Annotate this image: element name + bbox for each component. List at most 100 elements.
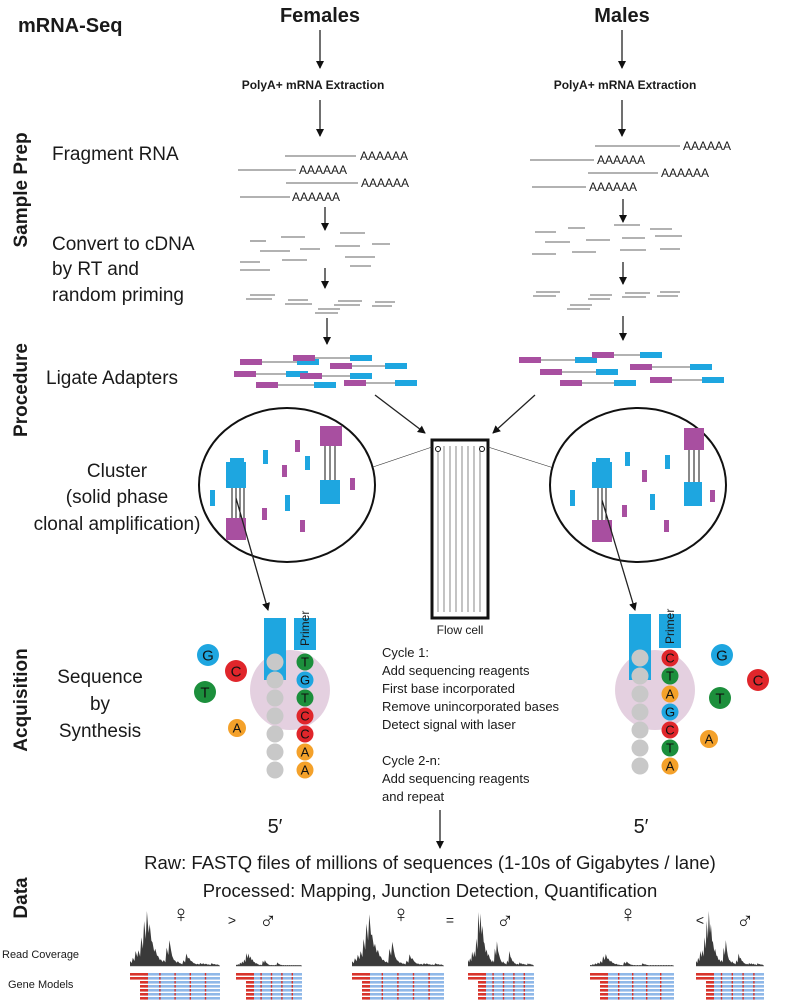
processed-data-line: Processed: Mapping, Junction Detection, … — [203, 880, 658, 901]
gene-model-panel — [130, 973, 220, 1000]
zoom-line-right — [487, 446, 561, 471]
template-nucleotide — [631, 703, 649, 721]
phase-label-procedure: Procedure — [11, 343, 32, 437]
svg-text:A: A — [301, 763, 310, 778]
comparison-operator: = — [446, 912, 454, 928]
step-label-convert-1: Convert to cDNA — [52, 234, 195, 255]
polya-tail: AAAAAA — [299, 163, 347, 177]
male-symbol: ♂ — [736, 908, 754, 935]
gene-model-panel — [236, 973, 302, 1000]
expression-comparison: ♀ > ♂ ♀ = ♂ ♀ < ♂ — [172, 901, 754, 935]
column-header-males: Males — [594, 5, 650, 27]
cycle-line: Add sequencing reagents — [382, 771, 530, 786]
free-nucleotides-males: G C T A — [700, 644, 769, 748]
cycle-line: and repeat — [382, 789, 445, 804]
adapter-ligated-fragments-males — [519, 352, 724, 386]
template-nucleotide — [631, 667, 649, 685]
phase-label-acquisition: Acquisition — [11, 648, 32, 751]
cdna-double-males — [533, 291, 680, 310]
coverage-panel — [130, 911, 220, 967]
arrow-to-flow-cell-m — [492, 394, 536, 434]
svg-text:G: G — [300, 673, 310, 688]
polya-tail: AAAAAA — [683, 139, 731, 153]
svg-text:T: T — [301, 691, 309, 706]
svg-text:A: A — [233, 721, 242, 736]
cluster-zoom-males — [549, 407, 727, 563]
male-symbol: ♂ — [496, 908, 514, 935]
polya-tail: AAAAAA — [360, 149, 408, 163]
svg-text:T: T — [715, 690, 724, 707]
nucleotide-C: C — [661, 649, 679, 667]
template-nucleotide — [266, 707, 284, 725]
template-nucleotide — [266, 743, 284, 761]
polya-tail: AAAAAA — [661, 166, 709, 180]
cycle-line: Add sequencing reagents — [382, 663, 530, 678]
nucleotide-A: A — [661, 685, 679, 703]
nucleotide-T: T — [661, 739, 679, 757]
five-prime-label-f: 5′ — [268, 816, 283, 838]
polya-tail: AAAAAA — [361, 176, 409, 190]
template-nucleotide — [631, 685, 649, 703]
arrow-cluster-to-sbs-m — [601, 499, 637, 611]
nucleotide-A: A — [296, 743, 314, 761]
nucleotide-C: C — [296, 707, 314, 725]
coverage-and-gene-tracks — [130, 911, 764, 1000]
template-nucleotide — [266, 689, 284, 707]
template-nucleotide — [266, 671, 284, 689]
comparison-operator: > — [228, 912, 236, 928]
step-label-cluster-1: Cluster — [87, 461, 148, 482]
nucleotide-A: A — [700, 730, 718, 748]
svg-text:T: T — [200, 684, 209, 701]
step-label-sbs-1: Sequence — [57, 667, 143, 688]
gene-model-panel — [468, 973, 534, 1000]
arrow-to-flow-cell-f — [374, 394, 426, 434]
svg-text:T: T — [666, 669, 674, 684]
nucleotide-G: G — [711, 644, 733, 666]
svg-text:T: T — [301, 655, 309, 670]
step-label-sbs-3: Synthesis — [59, 721, 141, 742]
nucleotide-G: G — [296, 671, 314, 689]
cycle-description: Cycle 1: Add sequencing reagents First b… — [382, 645, 560, 804]
cycle-line: Remove unincorporated bases — [382, 699, 560, 714]
svg-text:C: C — [753, 672, 764, 689]
template-nucleotide — [631, 739, 649, 757]
zoom-line-left — [369, 446, 433, 469]
five-prime-label-m: 5′ — [634, 816, 649, 838]
cdna-fragments-males — [532, 224, 682, 255]
extraction-label-males: PolyA+ mRNA Extraction — [554, 78, 697, 92]
gene-model-panel — [352, 973, 444, 1000]
svg-text:A: A — [666, 687, 675, 702]
step-label-convert-3: random priming — [52, 285, 184, 306]
coverage-panel — [352, 914, 444, 967]
step-label-convert-2: by RT and — [52, 259, 139, 280]
diagram-title: mRNA-Seq — [18, 15, 122, 37]
svg-text:C: C — [665, 651, 674, 666]
template-nucleotide — [266, 761, 284, 779]
nucleotide-C: C — [225, 660, 247, 682]
svg-text:C: C — [300, 727, 309, 742]
nucleotide-T: T — [661, 667, 679, 685]
cdna-fragments-females — [240, 232, 390, 271]
nucleotide-G: G — [197, 644, 219, 666]
nucleotide-C: C — [661, 721, 679, 739]
male-symbol: ♂ — [259, 908, 277, 935]
cycle-line: Detect signal with laser — [382, 717, 516, 732]
cluster-zoom-females — [198, 407, 376, 563]
template-nucleotide — [266, 653, 284, 671]
cycle-line: First base incorporated — [382, 681, 515, 696]
nucleotide-A: A — [661, 757, 679, 775]
phase-label-data: Data — [11, 877, 32, 919]
polya-tail: AAAAAA — [597, 153, 645, 167]
svg-text:G: G — [665, 705, 675, 720]
extraction-label-females: PolyA+ mRNA Extraction — [242, 78, 385, 92]
coverage-panel — [468, 912, 534, 967]
svg-text:C: C — [300, 709, 309, 724]
svg-text:A: A — [705, 732, 714, 747]
nucleotide-T: T — [194, 681, 216, 703]
nucleotide-T: T — [296, 689, 314, 707]
nucleotide-A: A — [228, 719, 246, 737]
cycle-line: Cycle 1: — [382, 645, 429, 660]
flow-cell — [430, 438, 490, 620]
